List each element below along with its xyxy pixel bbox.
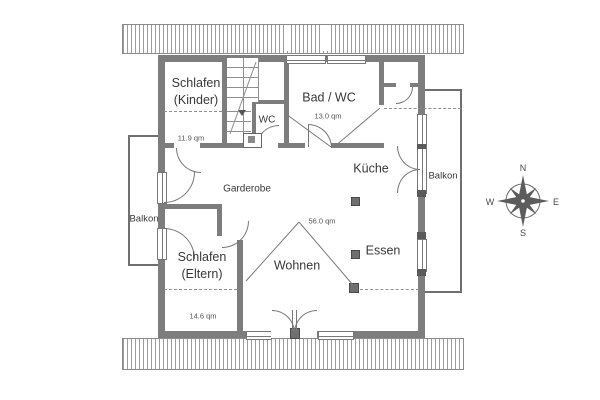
ceiling-height-dashline (360, 289, 419, 290)
area-label-wohnen: 56.0 qm (308, 216, 336, 226)
room-label-balkon-left: Balkon (129, 213, 159, 225)
wall-storage-bottom (384, 83, 396, 87)
roof-hatch-gap (321, 25, 328, 51)
balcony-rail (425, 89, 462, 91)
room-label-balkon-right: Balkon (428, 170, 458, 182)
wall-eltern-east (237, 240, 243, 331)
wall-pier (417, 144, 426, 149)
wall-garderobe (217, 204, 222, 236)
ceiling-height-dashline (164, 289, 237, 290)
entrance-door-leaf (296, 310, 297, 331)
staircase-direction-arrow (238, 110, 246, 116)
balcony-rail (128, 135, 158, 137)
door-arc (222, 221, 249, 248)
window (286, 55, 326, 64)
compass-label-north: N (519, 163, 527, 173)
area-label-schlafen-eltern: 14.6 qm (189, 311, 217, 321)
ceiling-height-dashline (384, 108, 461, 109)
window (327, 55, 366, 64)
window (246, 331, 272, 340)
room-label-schlafen-kinder: Schlafen (Kinder) (171, 76, 221, 107)
door-arc (397, 169, 420, 193)
roof-hatch-bottom (122, 338, 464, 370)
wall-pier (417, 232, 426, 239)
area-label-bad-wc: 13.0 qm (314, 111, 342, 121)
room-label-garderobe: Garderobe (223, 183, 271, 195)
wall-hall-north (331, 143, 384, 148)
roof-hatch-gap (284, 25, 291, 51)
staircase-edge (258, 58, 259, 102)
door-arc (176, 148, 201, 173)
wall-hall-north (278, 143, 305, 148)
door-arc (397, 146, 420, 170)
wall-pier (417, 269, 426, 276)
ceiling-height-dashline (164, 111, 222, 112)
door-arc (164, 172, 195, 203)
wall-hall-north (164, 143, 174, 148)
compass-label-east: E (552, 197, 559, 207)
door-leaf (308, 124, 309, 147)
wall-bad-right (379, 58, 384, 105)
door-arc (396, 87, 413, 104)
compass-label-south: S (519, 228, 526, 238)
balcony-rail (425, 291, 462, 293)
balcony-rail (460, 89, 462, 293)
window (417, 114, 427, 147)
window (318, 331, 354, 340)
window (417, 239, 427, 272)
balcony-rail (128, 135, 130, 266)
column-post (351, 250, 360, 259)
room-label-schlafen-eltern: Schlafen (Eltern) (177, 250, 227, 281)
entrance-door-arc (294, 310, 317, 333)
balcony-rail (128, 264, 160, 266)
staircase-stringer (243, 58, 244, 136)
area-label-schlafen-kinder: 11.9 qm (177, 133, 205, 143)
column-post (349, 283, 359, 293)
door-arc (308, 124, 332, 148)
wall-pier (417, 190, 426, 197)
sink-basin (248, 136, 255, 143)
room-label-wohnen: Wohnen (273, 258, 321, 273)
wall-stairs (222, 58, 227, 146)
roof-hatch-top (122, 24, 464, 54)
room-label-bad-wc: Bad / WC (302, 90, 356, 105)
wall-storage-bottom (410, 83, 425, 87)
entrance-door-leaf (292, 310, 293, 331)
room-label-wc: WC (258, 114, 276, 126)
compass-label-west: W (485, 197, 495, 207)
wall-wc-top (252, 100, 284, 104)
wall-hall-north (200, 143, 256, 148)
room-label-essen: Essen (365, 243, 401, 258)
column-post (351, 197, 360, 206)
room-label-kueche: Küche (353, 161, 389, 176)
compass-rose-icon (497, 175, 549, 227)
wall-garderobe (164, 204, 221, 209)
wall-bad-left (284, 58, 289, 148)
